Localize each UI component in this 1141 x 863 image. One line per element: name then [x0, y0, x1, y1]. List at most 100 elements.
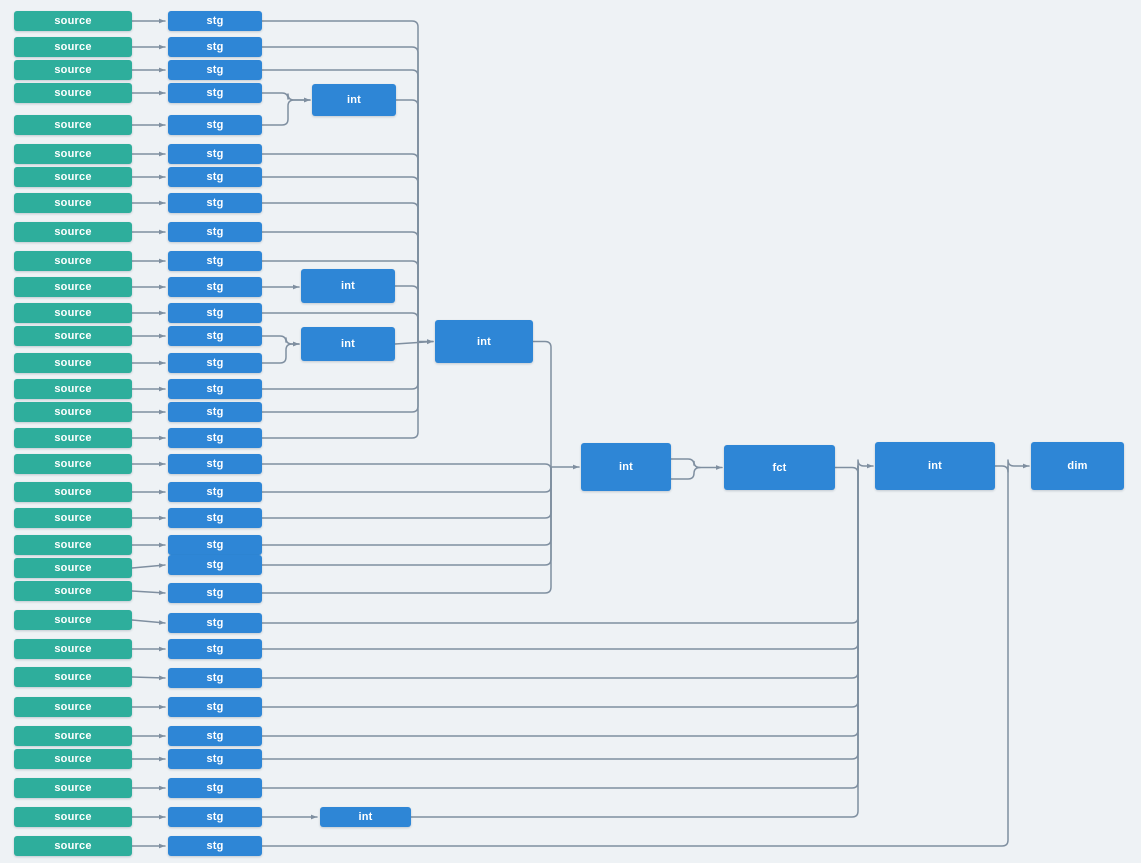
node-label: stg [206, 782, 224, 794]
node-label: source [54, 458, 92, 470]
node-stg-stg4[interactable]: stg [168, 83, 262, 103]
node-int-int_g[interactable]: int [320, 807, 411, 827]
node-stg-stg27[interactable]: stg [168, 697, 262, 717]
node-stg-stg19[interactable]: stg [168, 482, 262, 502]
node-label: source [54, 330, 92, 342]
node-source-src7[interactable]: source [14, 167, 132, 187]
node-stg-stg25[interactable]: stg [168, 639, 262, 659]
node-source-src25[interactable]: source [14, 639, 132, 659]
node-source-src32[interactable]: source [14, 836, 132, 856]
node-label: source [54, 432, 92, 444]
node-label: source [54, 255, 92, 267]
node-label: source [54, 119, 92, 131]
node-int-int_e[interactable]: int [581, 443, 671, 491]
node-source-src17[interactable]: source [14, 428, 132, 448]
node-source-src15[interactable]: source [14, 379, 132, 399]
node-stg-stg5[interactable]: stg [168, 115, 262, 135]
node-source-src23[interactable]: source [14, 581, 132, 601]
lineage-edge [394, 339, 434, 345]
node-stg-stg31[interactable]: stg [168, 807, 262, 827]
node-dim-dim_a[interactable]: dim [1031, 442, 1124, 490]
node-stg-stg32[interactable]: stg [168, 836, 262, 856]
node-stg-stg26[interactable]: stg [168, 668, 262, 688]
node-stg-stg18[interactable]: stg [168, 454, 262, 474]
node-label: source [54, 840, 92, 852]
node-source-src28[interactable]: source [14, 726, 132, 746]
node-label: stg [206, 383, 224, 395]
node-stg-stg28[interactable]: stg [168, 726, 262, 746]
node-stg-stg12[interactable]: stg [168, 303, 262, 323]
node-stg-stg8[interactable]: stg [168, 193, 262, 213]
node-source-src20[interactable]: source [14, 508, 132, 528]
lineage-edge [994, 459, 1030, 473]
node-source-src26[interactable]: source [14, 667, 132, 687]
node-stg-stg23[interactable]: stg [168, 583, 262, 603]
node-source-src9[interactable]: source [14, 222, 132, 242]
node-stg-stg20[interactable]: stg [168, 508, 262, 528]
node-stg-stg7[interactable]: stg [168, 167, 262, 187]
node-source-src6[interactable]: source [14, 144, 132, 164]
node-stg-stg29[interactable]: stg [168, 749, 262, 769]
node-source-src30[interactable]: source [14, 778, 132, 798]
node-stg-stg1[interactable]: stg [168, 11, 262, 31]
node-source-src2[interactable]: source [14, 37, 132, 57]
node-source-src8[interactable]: source [14, 193, 132, 213]
node-source-src18[interactable]: source [14, 454, 132, 474]
node-label: stg [206, 432, 224, 444]
node-stg-stg9[interactable]: stg [168, 222, 262, 242]
node-source-src27[interactable]: source [14, 697, 132, 717]
node-stg-stg10[interactable]: stg [168, 251, 262, 271]
node-label: int [346, 94, 362, 106]
node-stg-stg22[interactable]: stg [168, 555, 262, 575]
node-source-src4[interactable]: source [14, 83, 132, 103]
node-label: stg [206, 148, 224, 160]
node-stg-stg24[interactable]: stg [168, 613, 262, 633]
node-source-src11[interactable]: source [14, 277, 132, 297]
node-int-int_a[interactable]: int [312, 84, 396, 116]
node-label: source [54, 730, 92, 742]
node-source-src31[interactable]: source [14, 807, 132, 827]
node-source-src10[interactable]: source [14, 251, 132, 271]
node-source-src12[interactable]: source [14, 303, 132, 323]
node-fct-fct_a[interactable]: fct [724, 445, 835, 490]
node-int-int_d[interactable]: int [435, 320, 533, 363]
node-label: source [54, 753, 92, 765]
node-stg-stg2[interactable]: stg [168, 37, 262, 57]
node-source-src29[interactable]: source [14, 749, 132, 769]
lineage-edge [261, 465, 859, 679]
lineage-edge [394, 285, 419, 343]
node-label: source [54, 41, 92, 53]
node-stg-stg15[interactable]: stg [168, 379, 262, 399]
node-label: source [54, 64, 92, 76]
node-source-src22[interactable]: source [14, 558, 132, 578]
lineage-edge [670, 458, 723, 470]
lineage-edge [131, 590, 166, 596]
node-stg-stg16[interactable]: stg [168, 402, 262, 422]
node-stg-stg11[interactable]: stg [168, 277, 262, 297]
node-source-src13[interactable]: source [14, 326, 132, 346]
node-source-src19[interactable]: source [14, 482, 132, 502]
node-source-src3[interactable]: source [14, 60, 132, 80]
node-int-int_c[interactable]: int [301, 327, 395, 361]
node-stg-stg21[interactable]: stg [168, 535, 262, 555]
node-label: source [54, 281, 92, 293]
node-stg-stg30[interactable]: stg [168, 778, 262, 798]
node-int-int_f[interactable]: int [875, 442, 995, 490]
node-source-src14[interactable]: source [14, 353, 132, 373]
node-label: stg [206, 197, 224, 209]
node-source-src21[interactable]: source [14, 535, 132, 555]
node-source-src1[interactable]: source [14, 11, 132, 31]
node-stg-stg17[interactable]: stg [168, 428, 262, 448]
node-label: stg [206, 171, 224, 183]
node-source-src16[interactable]: source [14, 402, 132, 422]
lineage-edge [131, 619, 166, 625]
node-source-src24[interactable]: source [14, 610, 132, 630]
node-stg-stg14[interactable]: stg [168, 353, 262, 373]
node-stg-stg6[interactable]: stg [168, 144, 262, 164]
node-int-int_b[interactable]: int [301, 269, 395, 303]
node-source-src5[interactable]: source [14, 115, 132, 135]
node-stg-stg13[interactable]: stg [168, 326, 262, 346]
node-label: stg [206, 15, 224, 27]
node-stg-stg3[interactable]: stg [168, 60, 262, 80]
